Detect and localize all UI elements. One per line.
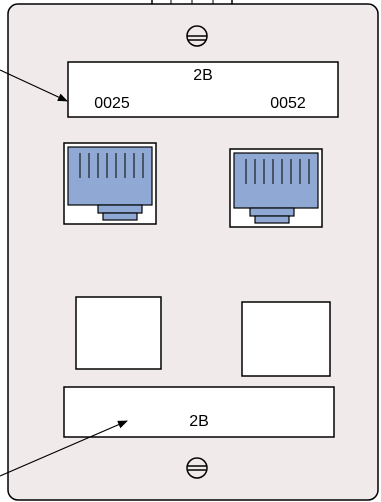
top-label-panel-text: 2B <box>193 67 213 84</box>
bottom-screw <box>186 457 208 479</box>
bottom-label-panel-text: 2B <box>189 413 209 430</box>
rj45-jack-left <box>63 142 157 225</box>
blank-insert-left <box>75 296 162 370</box>
top-label-strip <box>67 61 339 118</box>
rj45-jack-left-contacts <box>79 153 144 178</box>
bottom-label-callout-arrow <box>0 420 128 477</box>
blank-insert-right <box>241 301 331 377</box>
rj45-jack-right <box>229 148 323 228</box>
top-label-right-port-number: 0052 <box>270 95 306 112</box>
top-screw <box>186 25 208 47</box>
top-label-callout-arrow <box>0 69 68 102</box>
top-label-left-port-number: 0025 <box>94 95 130 112</box>
rj45-jack-right-contacts <box>245 159 310 184</box>
